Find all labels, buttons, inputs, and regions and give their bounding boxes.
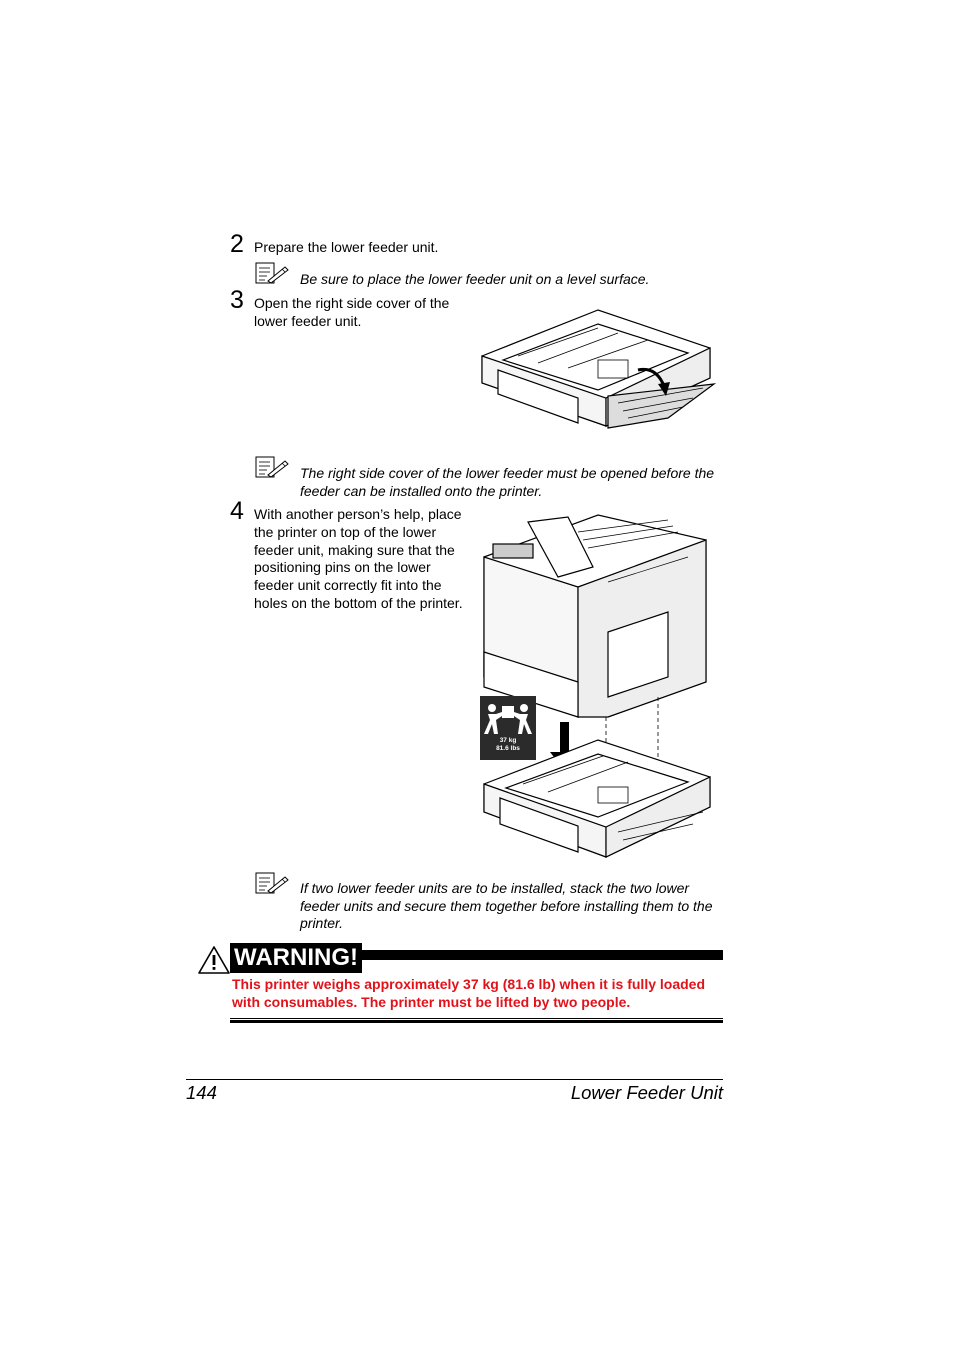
- step-2-text: Prepare the lower feeder unit.: [254, 239, 439, 255]
- warning-bottom-rule: [230, 1020, 723, 1023]
- note-pencil-icon: [255, 262, 289, 284]
- section-title: Lower Feeder Unit: [570, 1082, 723, 1103]
- note-open-cover: The right side cover of the lower feeder…: [300, 465, 715, 499]
- note-pencil-icon: [255, 456, 289, 478]
- weight-lbs-label: 81.6 lbs: [496, 745, 520, 752]
- printer-on-feeder-illustration: [483, 514, 711, 858]
- step-2-number: 2: [230, 230, 244, 258]
- note-pencil-icon: [255, 872, 289, 894]
- warning-triangle-icon: [198, 946, 230, 974]
- weight-kg-label: 37 kg: [499, 737, 517, 744]
- warning-title-rule: [355, 950, 723, 960]
- note-two-feeders: If two lower feeder units are to be inst…: [300, 880, 713, 931]
- warning-bottom-rule-thin: [230, 1018, 723, 1019]
- step-4-text: With another person’s help, place the pr…: [254, 506, 463, 611]
- warning-text: This printer weighs approximately 37 kg …: [232, 976, 705, 1010]
- step-4-number: 4: [230, 497, 244, 525]
- step-3-text: Open the right side cover of the lower f…: [254, 295, 450, 329]
- footer-rule: [186, 1079, 723, 1080]
- page-number: 144: [186, 1082, 217, 1103]
- feeder-open-cover-illustration: [481, 309, 717, 429]
- two-person-lift-icon: 37 kg 81.6 lbs: [480, 696, 536, 760]
- warning-title: WARNING!: [230, 943, 362, 973]
- note-level-surface: Be sure to place the lower feeder unit o…: [300, 271, 650, 287]
- step-3-number: 3: [230, 286, 244, 314]
